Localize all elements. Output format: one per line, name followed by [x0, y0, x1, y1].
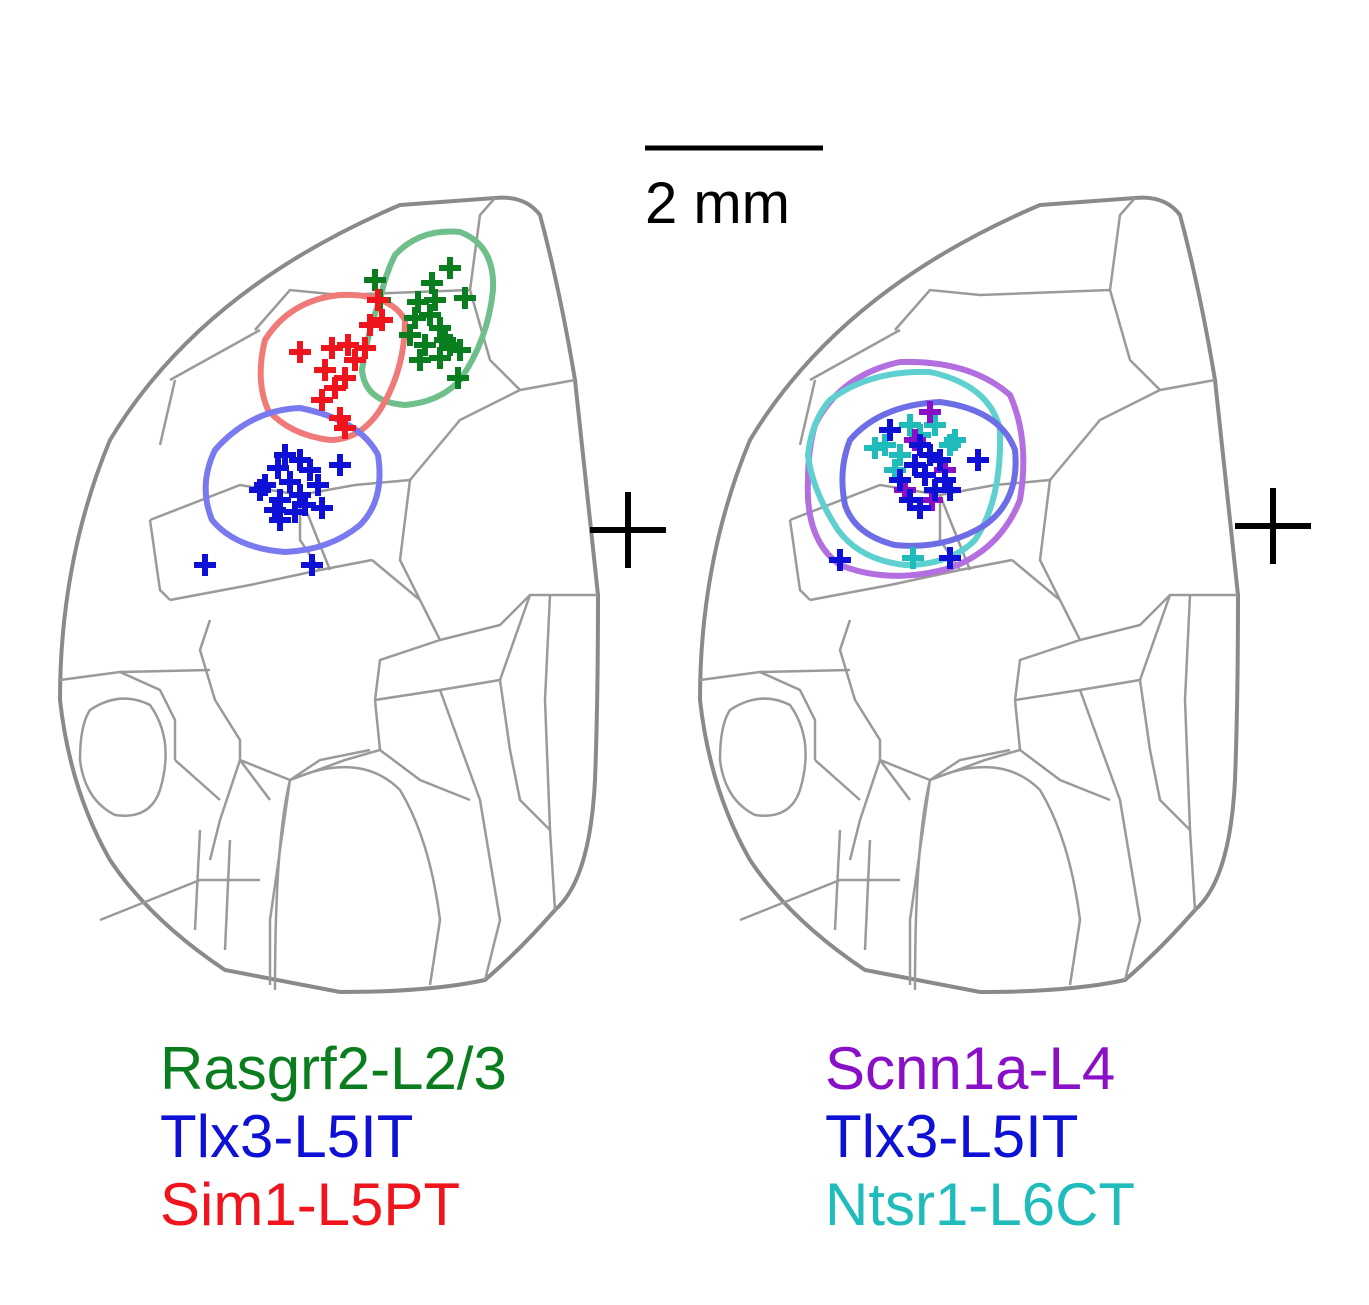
contour-tlx3-right	[839, 398, 1019, 549]
marker-tlx3-left	[249, 479, 271, 501]
marker-tlx3-left	[307, 474, 329, 496]
marker-tlx3-left	[329, 454, 351, 476]
marker-sim1	[371, 309, 393, 331]
marker-sim1	[334, 417, 356, 439]
right-map	[698, 195, 1240, 994]
marker-sim1	[367, 289, 389, 311]
marker-rasgrf2	[414, 334, 436, 356]
left-map	[58, 195, 600, 994]
marker-ntsr1	[889, 444, 911, 466]
legend-item-sim1: Sim1-L5PT	[160, 1171, 461, 1238]
marker-tlx3-left	[299, 459, 321, 481]
reference-cross-left	[590, 492, 666, 568]
marker-tlx3-right	[879, 419, 901, 441]
legend-item-tlx3-right: Tlx3-L5IT	[825, 1103, 1079, 1170]
marker-tlx3-right	[914, 464, 936, 486]
marker-rasgrf2	[439, 334, 461, 356]
marker-sim1	[354, 337, 376, 359]
marker-sim1	[314, 359, 336, 381]
cell-markers	[194, 257, 989, 576]
contour-scnn1a	[804, 358, 1027, 579]
marker-rasgrf2	[454, 287, 476, 309]
marker-tlx3-left	[269, 509, 291, 531]
reference-cross-right	[1235, 488, 1311, 564]
marker-tlx3-left	[284, 501, 306, 523]
marker-rasgrf2	[447, 367, 469, 389]
contour-sim1	[257, 291, 409, 444]
scale-bar-label: 2 mm	[645, 171, 790, 236]
marker-rasgrf2	[424, 289, 446, 311]
legend-item-tlx3-left: Tlx3-L5IT	[160, 1103, 414, 1170]
legend-right: Scnn1a-L4 Tlx3-L5IT Ntsr1-L6CT	[825, 1035, 1135, 1239]
marker-ntsr1	[902, 547, 924, 569]
contour-rasgrf2	[358, 228, 497, 409]
legend-left: Rasgrf2-L2/3 Tlx3-L5IT Sim1-L5PT	[160, 1035, 507, 1239]
marker-sim1	[324, 377, 346, 399]
marker-tlx3-left	[267, 457, 289, 479]
marker-rasgrf2	[404, 307, 426, 329]
marker-rasgrf2	[399, 324, 421, 346]
legend-item-ntsr1: Ntsr1-L6CT	[825, 1171, 1136, 1238]
marker-tlx3-right	[967, 449, 989, 471]
marker-ntsr1	[864, 437, 886, 459]
marker-tlx3-right	[889, 469, 911, 491]
marker-tlx3-right	[929, 449, 951, 471]
marker-tlx3-right	[939, 479, 961, 501]
marker-ntsr1	[924, 414, 946, 436]
marker-rasgrf2	[429, 317, 451, 339]
marker-sim1	[289, 341, 311, 363]
legend-item-rasgrf2: Rasgrf2-L2/3	[160, 1035, 507, 1102]
marker-tlx3-left	[194, 554, 216, 576]
marker-sim1	[344, 349, 366, 371]
marker-tlx3-left	[274, 444, 296, 466]
marker-tlx3-left	[311, 497, 333, 519]
marker-scnn1a	[919, 401, 941, 423]
marker-sim1	[359, 314, 381, 336]
marker-rasgrf2	[364, 269, 386, 291]
marker-tlx3-right	[829, 549, 851, 571]
marker-rasgrf2	[409, 349, 431, 371]
marker-tlx3-left	[301, 554, 323, 576]
contour-tlx3-left	[202, 404, 383, 556]
marker-rasgrf2	[439, 257, 461, 279]
marker-sim1	[311, 389, 333, 411]
marker-ntsr1	[939, 434, 961, 456]
marker-rasgrf2	[429, 347, 451, 369]
legend-item-scnn1a: Scnn1a-L4	[825, 1035, 1116, 1102]
marker-tlx3-right	[939, 547, 961, 569]
marker-tlx3-right	[909, 497, 931, 519]
marker-tlx3-left	[279, 471, 301, 493]
contour-ntsr1	[804, 368, 1004, 569]
